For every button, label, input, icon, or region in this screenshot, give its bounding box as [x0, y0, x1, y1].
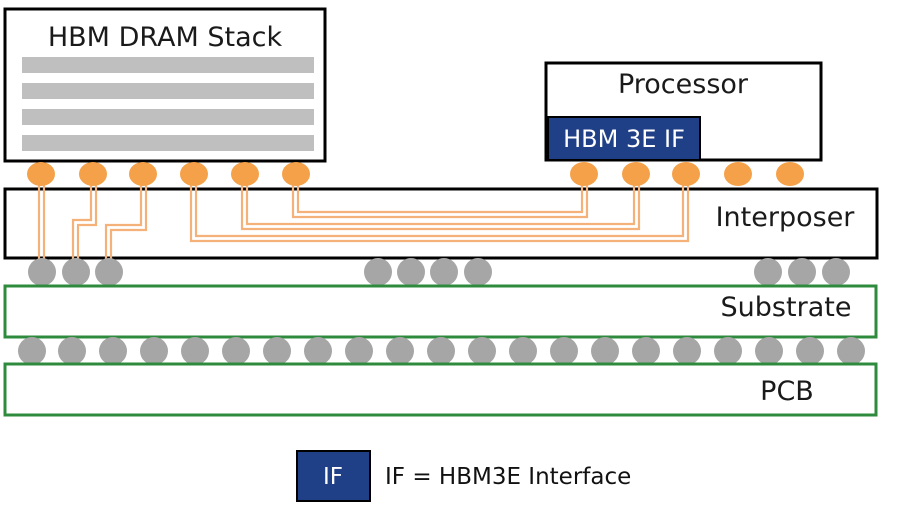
bga-ball	[837, 337, 865, 365]
trace	[245, 176, 636, 226]
trace	[109, 176, 148, 268]
bga-ball	[468, 337, 496, 365]
bga-ball	[673, 337, 701, 365]
legend: IF	[296, 450, 371, 502]
dram-layer	[22, 135, 314, 151]
interposer-traces	[37, 176, 690, 268]
trace	[76, 176, 98, 268]
bga-ball	[18, 337, 46, 365]
legend-interface-swatch	[296, 450, 371, 502]
microbump	[180, 162, 208, 186]
bga-ball	[755, 337, 783, 365]
trace	[194, 176, 685, 238]
c4-bump	[95, 258, 123, 286]
microbump	[27, 162, 55, 186]
hbm-stack-title: HBM DRAM Stack	[48, 22, 283, 53]
substrate-layer: Substrate	[3, 284, 878, 339]
bga-ball	[796, 337, 824, 365]
microbump	[129, 162, 157, 186]
bga-ball	[222, 337, 250, 365]
c4-bump	[28, 258, 56, 286]
processor-die: Processor HBM 3E IF	[544, 61, 823, 162]
microbump	[776, 162, 804, 186]
dram-layer	[22, 109, 314, 125]
trace	[104, 176, 143, 268]
microbump	[231, 162, 259, 186]
bga-ball	[550, 337, 578, 365]
trace	[189, 176, 690, 243]
bga-ball	[427, 337, 455, 365]
substrate-label: Substrate	[721, 292, 852, 323]
bga-ball	[714, 337, 742, 365]
c4-bump	[397, 258, 425, 286]
bga-ball	[386, 337, 414, 365]
bga-ball	[99, 337, 127, 365]
bga-ball	[263, 337, 291, 365]
bga-ball	[140, 337, 168, 365]
microbump	[570, 162, 598, 186]
microbumps	[27, 162, 804, 186]
c4-bump	[822, 258, 850, 286]
c4-bump	[464, 258, 492, 286]
processor-title: Processor	[618, 69, 749, 100]
bga-ball	[304, 337, 332, 365]
c4-bump	[754, 258, 782, 286]
c4-bump	[364, 258, 392, 286]
pcb-layer: PCB	[3, 362, 878, 417]
bga-ball	[509, 337, 537, 365]
legend-description: IF = HBM3E Interface	[385, 464, 632, 490]
trace	[291, 176, 589, 219]
trace	[71, 176, 93, 268]
hbm-dram-stack: HBM DRAM Stack	[3, 7, 327, 163]
bga-ball	[58, 337, 86, 365]
bga-ball	[345, 337, 373, 365]
bga-balls	[18, 337, 865, 365]
microbump	[282, 162, 310, 186]
dram-layer	[22, 83, 314, 99]
substrate-outline	[3, 284, 878, 339]
bga-ball	[591, 337, 619, 365]
hbm-interface-label: HBM 3E IF	[563, 125, 685, 153]
c4-bump	[62, 258, 90, 286]
bga-ball	[632, 337, 660, 365]
microbump	[622, 162, 650, 186]
microbump	[672, 162, 700, 186]
pcb-outline	[3, 362, 878, 417]
pcb-label: PCB	[760, 376, 814, 407]
bga-ball	[181, 337, 209, 365]
c4-bump	[430, 258, 458, 286]
trace	[240, 176, 641, 231]
microbump	[79, 162, 107, 186]
hbm-interface-block	[547, 116, 701, 161]
c4-bumps	[28, 258, 850, 286]
c4-bump	[788, 258, 816, 286]
microbump	[724, 162, 752, 186]
trace	[296, 176, 584, 214]
dram-layer	[22, 57, 314, 73]
legend-swatch-label: IF	[323, 464, 343, 490]
interposer-label: Interposer	[716, 202, 856, 233]
